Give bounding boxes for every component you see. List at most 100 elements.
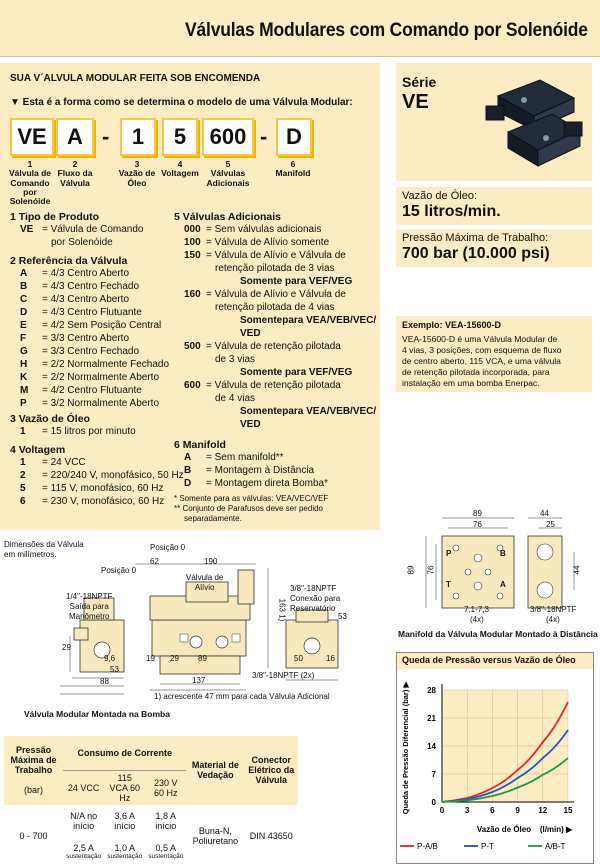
list-item: F= 3/3 Centro Aberto — [20, 333, 130, 344]
series-line-pab — [441, 701, 569, 803]
section-oil-flow: 3 Vazão de Óleo 1= 15 litros por minuto — [10, 413, 136, 438]
list-item-cont: Somente para VEF/VEG — [240, 367, 353, 378]
y-tick-label: 0 — [432, 798, 437, 807]
example-line: de centro aberto, 115 VCA, e uma válvula — [402, 356, 561, 366]
list-item-cont: de 3 vias — [215, 354, 256, 365]
ordering-subheading: ▼ Esta é a forma como se determina o mod… — [10, 97, 353, 108]
drawing-caption: Válvula Modular Montada na Bomba — [24, 709, 170, 719]
list-item: D= 4/3 Centro Flutuante — [20, 307, 142, 318]
cell-connector: DIN 43650 — [249, 830, 293, 841]
list-item: G= 3/3 Centro Fechado — [20, 346, 140, 357]
cell-seal: Buna-N, Poliuretano — [192, 825, 239, 846]
list-item: K= 2/2 Normalmente Aberto — [20, 372, 160, 383]
ordering-heading: SUA V´ALVULA MODULAR FEITA SOB ENCOMENDA — [10, 73, 261, 84]
list-item: 1= 24 VCC — [20, 457, 86, 468]
code-box-4: 5 — [162, 118, 198, 156]
list-item-cont: Somentepara VEA/VEB/VEC/ — [240, 315, 377, 326]
label-npt-2x: 3/8"-18NPTF (2x) — [252, 671, 315, 680]
section-title: 6 Manifold — [174, 439, 226, 451]
list-item: C= 4/3 Centro Aberto — [20, 294, 130, 305]
list-item: A= Sem manifold** — [184, 452, 284, 463]
section-title: 3 Vazão de Óleo — [10, 413, 90, 425]
header-connector: Conector Elétrico da Válvula — [248, 755, 295, 786]
dim-62: 62 — [150, 557, 159, 566]
port-label: T — [446, 580, 451, 589]
dim-53: 53 — [338, 612, 347, 621]
x-tick-label: 3 — [465, 806, 470, 815]
footnote: ** Conjunto de Parafusos deve ser pedido — [174, 504, 323, 513]
list-item: 1= 15 litros por minuto — [20, 426, 136, 437]
section-additional-valves: 5 Válvulas Adicionais 000= Sem válvulas … — [174, 211, 376, 431]
list-item-cont: retenção pilotada de 4 vias — [215, 302, 335, 313]
section-title: 5 Válvulas Adicionais — [174, 211, 281, 223]
list-item-cont: Somente para VEF/VEG — [240, 276, 353, 287]
list-item: M= 4/2 Centro Flutuante — [20, 385, 142, 396]
chart-title: Queda de Pressão versus Vazão de Óleo — [402, 655, 576, 665]
dim-4x: (4x) — [546, 615, 560, 624]
x-tick-label: 0 — [440, 806, 445, 815]
series-name: VE — [402, 91, 429, 113]
title-bar — [0, 0, 600, 56]
list-item: B= Montagem à Distância — [184, 465, 315, 476]
example-title: Exemplo: VEA-15600-D — [402, 320, 502, 330]
header-seal: Material de Vedação — [191, 760, 239, 781]
y-tick-label: 14 — [427, 742, 436, 751]
x-axis-unit: (l/min) ▶ — [540, 825, 573, 834]
list-item: 160= Válvula de Alívio e Válvula de — [184, 289, 346, 300]
code-box-1: VE — [10, 118, 54, 156]
header-230v: 230 V 60 Hz — [145, 769, 187, 805]
label-position-0: Posição 0 — [150, 543, 186, 552]
label-position-0: Posição 0 — [101, 566, 137, 575]
footnote: separadamente. — [184, 514, 242, 523]
dim-190: 190 — [204, 557, 218, 566]
example-line: instalação em uma bomba Enerpac. — [402, 378, 540, 388]
header-24vcc: 24 VCC — [63, 769, 105, 805]
list-item: 6= 230 V, monofásico, 60 Hz — [20, 496, 165, 507]
list-item-cont: de 4 vias — [215, 393, 256, 404]
port-label: A — [500, 580, 506, 589]
cell: 3,6 A início — [114, 810, 136, 831]
specs-panel — [396, 229, 592, 267]
dim-9-6: 9,6 — [104, 654, 116, 663]
dim-7-1: 7,1-7,3 — [464, 605, 489, 614]
list-item: P= 3/2 Normalmente Aberto — [20, 398, 160, 409]
x-tick-label: 9 — [515, 806, 520, 815]
series-label: Série — [402, 74, 437, 90]
dim-163: 163 1) — [277, 598, 287, 622]
example-line: 4 vias, 3 posições, com esquema de fluxo — [402, 345, 562, 355]
x-tick-label: 12 — [538, 806, 547, 815]
section-manifold: 6 Manifold A= Sem manifold** B= Montagem … — [174, 439, 328, 524]
list-item: E= 4/2 Sem Posição Central — [20, 320, 162, 331]
example-line: VEA-15600-D é uma Válvula Modular de — [402, 334, 558, 344]
header-current: Consumo de Corrente — [77, 747, 172, 758]
section-title: 4 Voltagem — [10, 444, 66, 456]
list-item-cont: VED — [240, 328, 261, 339]
dim-4x: (4x) — [470, 615, 484, 624]
list-item-cont: VED — [240, 419, 261, 430]
code-dash: - — [102, 124, 110, 149]
port-label: P — [446, 549, 452, 558]
dim-76: 76 — [473, 520, 482, 529]
list-item: 600= Válvula de retenção pilotada — [184, 380, 341, 391]
code-box-3: 1 — [120, 118, 156, 156]
legend-label: P-T — [481, 842, 494, 851]
footnote: * Somente para as válvulas: VEA/VEC/VEF — [174, 494, 329, 503]
flow-value: 15 litros/min. — [402, 203, 501, 220]
x-tick-label: 6 — [490, 806, 495, 815]
dim-16: 16 — [326, 654, 335, 663]
list-item: 150= Válvula de Alívio e Válvula de — [184, 250, 346, 261]
chart-title-bar — [397, 653, 593, 669]
dim-19: 19 — [146, 654, 155, 663]
